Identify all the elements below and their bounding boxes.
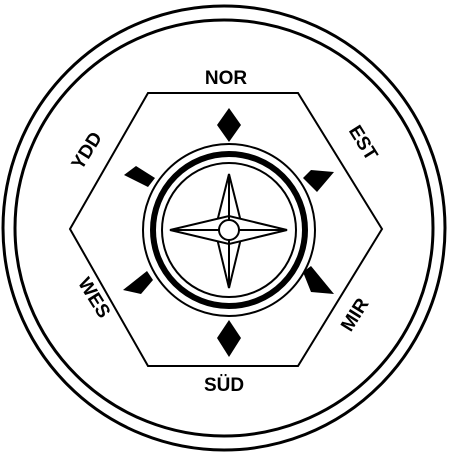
marker-north-icon (217, 108, 241, 142)
marker-northeast-icon (303, 170, 334, 192)
marker-southeast-icon (303, 266, 334, 294)
marker-northwest-icon (124, 166, 155, 187)
label-northwest: YDD (68, 129, 107, 174)
rose-hub (219, 220, 239, 240)
marker-southwest-icon (123, 271, 153, 294)
label-southwest: WES (73, 274, 114, 322)
marker-south-icon (217, 320, 241, 357)
label-north: NOR (205, 68, 248, 89)
label-southeast: MIR (337, 295, 373, 336)
compass-rose-icon (170, 174, 287, 288)
label-south: SÜD (204, 375, 244, 396)
label-northeast: EST (344, 122, 382, 165)
